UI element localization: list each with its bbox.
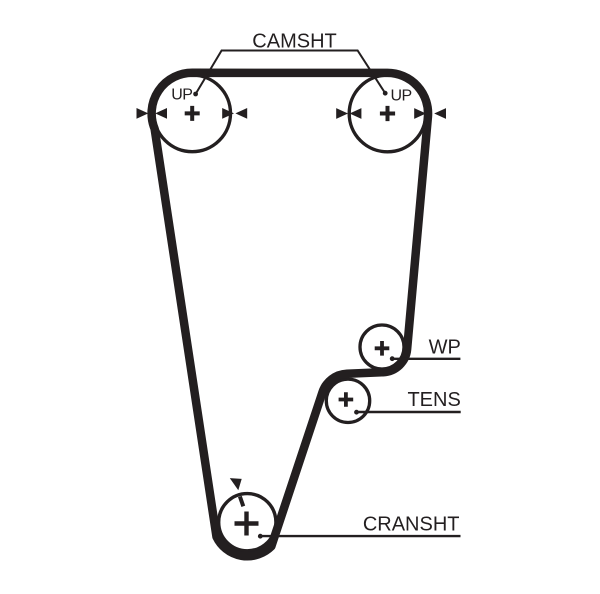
svg-text:UP: UP — [391, 88, 412, 105]
svg-text:CAMSHT: CAMSHT — [252, 31, 336, 53]
svg-text:UP: UP — [171, 87, 192, 104]
svg-text:TENS: TENS — [407, 389, 460, 411]
svg-text:WP: WP — [429, 337, 461, 359]
svg-text:CRANSHT: CRANSHT — [363, 513, 460, 535]
